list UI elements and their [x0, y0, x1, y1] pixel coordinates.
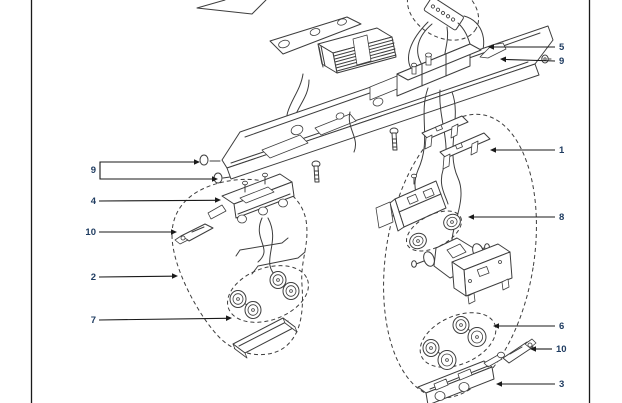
rear-group-outline [171, 178, 308, 356]
callout-number: 4 [91, 196, 97, 207]
chassis-frame [199, 25, 554, 247]
callout-8: 8 [468, 212, 564, 223]
wheelset [422, 339, 457, 370]
leader-arrowhead [493, 323, 499, 329]
bogie-baseplate [232, 317, 298, 359]
wheelset [269, 271, 300, 300]
ballast-weight [317, 27, 397, 74]
leader-arrowhead [194, 159, 200, 165]
screw [389, 127, 399, 151]
callout-7: 7 [91, 315, 232, 326]
callout-6: 6 [493, 321, 564, 332]
leader-arrowhead [468, 214, 474, 220]
chassis-cab-structure [369, 43, 482, 101]
callout-number: 5 [559, 42, 565, 53]
top-plate-fragment [196, 0, 267, 15]
leader-arrowhead [490, 147, 496, 153]
callout-number: 1 [559, 145, 565, 156]
callout-10-left: 10 [85, 227, 177, 238]
callout-10-right: 10 [530, 344, 567, 355]
callout-9-right: 9 [500, 56, 564, 67]
leader-arrowhead [488, 44, 494, 50]
bogie-sideframes [421, 115, 491, 170]
gear-wheels [405, 210, 463, 252]
front-wheelsets [419, 312, 497, 370]
leader-arrowhead [496, 381, 502, 387]
leader-arrowhead [212, 176, 218, 182]
leader-line [99, 161, 212, 180]
screw [311, 160, 321, 183]
detail-plate [269, 16, 362, 55]
callout-9-left: 9 [91, 159, 218, 182]
wheelset [229, 290, 262, 319]
leader-line [505, 58, 556, 62]
wheelset [452, 316, 487, 347]
leader-arrowhead [172, 273, 178, 279]
leader-arrowhead [500, 56, 506, 63]
callout-number: 6 [559, 321, 564, 332]
leader-arrowhead [226, 315, 232, 321]
left-buffers [199, 154, 231, 184]
callout-number: 7 [91, 315, 96, 326]
rear-coupling [174, 223, 214, 245]
leader-arrowhead [171, 229, 177, 235]
callout-number: 10 [556, 344, 567, 355]
callout-5: 5 [488, 42, 565, 53]
leader-line [98, 317, 227, 321]
weight-strap [352, 34, 372, 66]
callout-number: 3 [559, 379, 564, 390]
loose-buffer [541, 54, 552, 64]
callout-2: 2 [91, 272, 178, 283]
callout-3: 3 [496, 379, 564, 390]
callout-number: 2 [91, 272, 96, 283]
leader-arrowhead [530, 346, 536, 352]
callout-number: 8 [559, 212, 564, 223]
front-bogie-frame [417, 351, 505, 403]
callout-number: 9 [91, 165, 96, 176]
callout-1: 1 [490, 145, 565, 156]
callout-4: 4 [91, 196, 221, 207]
leader-arrowhead [215, 197, 221, 203]
rear-wheelsets [227, 265, 309, 323]
page-margin-rules [30, 0, 591, 403]
leader-line [98, 275, 173, 278]
mounting-screws [311, 127, 399, 183]
front-group-outline [383, 113, 537, 399]
front-coupling [502, 338, 537, 364]
leader-line [98, 199, 216, 202]
callout-number: 9 [559, 56, 564, 67]
decoder-box [451, 243, 513, 305]
front-bogie-group [375, 113, 537, 403]
socket-pcb [423, 0, 464, 31]
callout-number: 10 [85, 227, 96, 238]
rear-bogie-assembly [207, 172, 295, 224]
rear-bogie-group [171, 172, 309, 359]
rear-pickup-wires [235, 217, 306, 279]
gear-tower [375, 173, 447, 232]
